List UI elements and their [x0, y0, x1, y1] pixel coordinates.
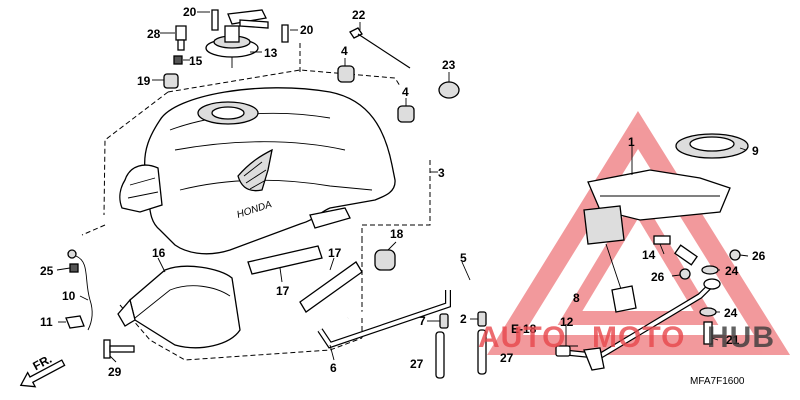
watermark-logo — [487, 111, 791, 355]
watermark-part3: HUB — [707, 321, 775, 354]
grommet-18 — [374, 249, 396, 271]
sensor-wire-10 — [67, 249, 93, 331]
watermark-text: AUTO MOTO HUB — [478, 321, 775, 354]
bolt-26a — [679, 268, 691, 280]
label-28: 28 — [147, 27, 161, 41]
label-4a: 4 — [341, 44, 348, 58]
long-bolt-22 — [349, 27, 411, 69]
tube-27b — [477, 329, 487, 375]
fuel-pump-1 — [583, 169, 731, 313]
label-12: 12 — [560, 315, 574, 329]
clip-7 — [439, 313, 449, 329]
label-6: 6 — [330, 361, 337, 375]
cap-23 — [438, 81, 460, 99]
bolt-25 — [69, 263, 79, 273]
label-3: 3 — [438, 166, 445, 180]
washer-24a — [701, 265, 719, 275]
hose-6 — [317, 290, 451, 349]
label-26b: 26 — [752, 249, 766, 263]
label-16: 16 — [152, 246, 166, 260]
hose-5 — [347, 278, 486, 320]
label-20b: 20 — [300, 23, 314, 37]
label-29: 29 — [108, 365, 122, 379]
label-20a: 20 — [183, 5, 197, 19]
washer-24b — [699, 307, 717, 317]
label-13: 13 — [264, 46, 278, 60]
grommet-19 — [163, 73, 179, 89]
connector-14 — [653, 235, 671, 245]
label-21: 21 — [726, 333, 740, 347]
bolt-26b — [729, 249, 741, 261]
fuel-line-12 — [559, 278, 721, 371]
label-25: 25 — [40, 264, 54, 278]
label-15: 15 — [189, 54, 203, 68]
label-27a: 27 — [410, 357, 424, 371]
watermark-part2: MOTO — [592, 321, 685, 354]
label-7: 7 — [419, 314, 426, 328]
fuel-cap-assembly — [173, 9, 289, 68]
label-23: 23 — [442, 58, 456, 72]
front-arrow-icon: FR. — [19, 352, 66, 388]
label-17b: 17 — [328, 246, 342, 260]
leader-lines — [56, 11, 749, 363]
label-4b: 4 — [402, 85, 409, 99]
bolt-21 — [703, 321, 713, 345]
bolt-29 — [103, 339, 135, 359]
clamp-11 — [65, 315, 85, 329]
label-22: 22 — [352, 8, 366, 22]
watermark-part1: AUTO — [478, 321, 566, 354]
clamp-8 — [555, 345, 571, 357]
pad-17a — [247, 245, 323, 275]
diagram-code: MFA7F1600 — [690, 376, 745, 387]
label-9: 9 — [752, 144, 759, 158]
label-14: 14 — [642, 248, 656, 262]
label-17a: 17 — [276, 284, 290, 298]
label-1: 1 — [628, 135, 635, 149]
pump-gasket-9 — [675, 133, 749, 159]
label-2: 2 — [460, 312, 467, 326]
tube-27a — [435, 331, 445, 379]
bracket-26a — [674, 244, 698, 266]
label-19: 19 — [137, 74, 151, 88]
label-24a: 24 — [725, 264, 739, 278]
fuel-tank: HONDA — [119, 87, 396, 255]
rubber-mount-4b — [397, 105, 415, 123]
part-labels: 20 20 28 13 15 19 22 4 4 23 3 16 17 17 1… — [40, 5, 766, 387]
label-26a: 26 — [651, 270, 665, 284]
label-24b: 24 — [724, 306, 738, 320]
label-11: 11 — [40, 315, 53, 329]
heat-shield-16 — [117, 265, 241, 349]
rubber-mount-4a — [337, 65, 355, 83]
label-5: 5 — [460, 251, 467, 265]
label-27b: 27 — [500, 351, 514, 365]
pad-17b — [299, 261, 363, 313]
label-8: 8 — [573, 291, 580, 305]
assembly-boundaries — [81, 40, 431, 361]
label-18: 18 — [390, 227, 404, 241]
label-10: 10 — [62, 289, 76, 303]
section-reference: E-18 — [511, 322, 537, 336]
